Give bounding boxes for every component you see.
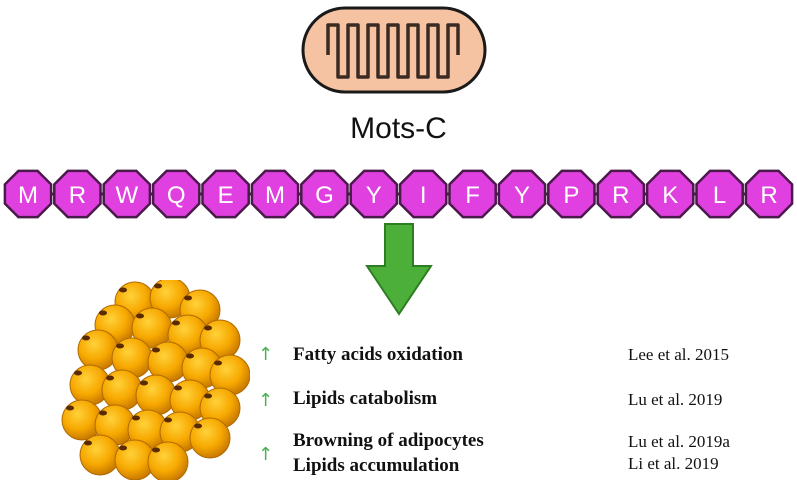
adipocyte-nucleus — [82, 335, 90, 341]
adipocyte-nucleus — [184, 295, 192, 301]
amino-acid-bead: R — [744, 169, 794, 219]
amino-acid-letter: G — [315, 182, 334, 209]
amino-acid-letter: Y — [366, 182, 382, 209]
adipocyte-nucleus — [214, 360, 222, 366]
amino-acid-letter: R — [612, 182, 629, 209]
adipocyte-nucleus — [204, 393, 212, 399]
amino-acid-letter: Q — [167, 182, 186, 209]
amino-acid-bead: R — [53, 169, 102, 219]
amino-acid-bead: Q — [151, 169, 201, 219]
bead-shape — [547, 169, 596, 219]
amino-acid-bead: Y — [349, 169, 399, 219]
effect-reference: Lee et al. 2015 — [628, 345, 730, 364]
amino-acid-bead: K — [645, 169, 695, 219]
amino-acid-bead: R — [596, 169, 646, 219]
adipocyte-nucleus — [119, 445, 127, 451]
bead-shape — [398, 169, 448, 219]
bead-shape — [497, 169, 547, 219]
adipocyte-nucleus — [140, 380, 148, 386]
amino-acid-bead: G — [300, 169, 349, 219]
adipocyte-nucleus — [152, 347, 160, 353]
adipocyte-nucleus — [152, 447, 160, 453]
bead-shape — [151, 169, 201, 219]
amino-acid-bead: Y — [497, 169, 547, 219]
adipocyte-nucleus — [186, 353, 194, 359]
amino-acid-letter: W — [115, 182, 138, 209]
diagram-title: Mots-C — [350, 112, 447, 145]
amino-acid-letter: I — [420, 182, 427, 209]
adipocyte-nucleus — [132, 415, 140, 421]
amino-acid-bead: I — [398, 169, 448, 219]
adipocyte-nucleus — [164, 417, 172, 423]
adipocyte-nucleus — [106, 375, 114, 381]
adipocyte-nucleus — [66, 405, 74, 411]
bead-shape — [744, 169, 794, 219]
down-arrow-icon — [365, 223, 433, 316]
mitochondrion-icon — [301, 6, 487, 94]
amino-acid-bead: F — [448, 169, 497, 219]
up-arrow-icon: ↑ — [258, 344, 274, 365]
effect-label: Lipids catabolism — [293, 388, 438, 409]
bead-shape — [3, 169, 53, 219]
bead-shape — [201, 169, 250, 219]
adipocyte-nucleus — [136, 313, 144, 319]
bead-shape — [53, 169, 102, 219]
bead-shape — [645, 169, 695, 219]
adipocyte-nucleus — [99, 310, 107, 316]
up-arrow-icon: ↑ — [258, 390, 274, 411]
effect-reference: Lu et al. 2019 — [628, 390, 723, 409]
adipocyte-nucleus — [74, 370, 82, 376]
bead-shape — [102, 169, 152, 219]
amino-acid-letter: R — [69, 182, 86, 209]
amino-acid-letter: P — [563, 182, 579, 209]
bead-shape — [448, 169, 497, 219]
adipocyte-nucleus — [119, 287, 127, 293]
amino-acid-bead: P — [547, 169, 596, 219]
adipocyte-sphere — [147, 441, 189, 480]
adipocyte-nucleus — [172, 320, 180, 326]
amino-acid-letter: M — [265, 182, 285, 209]
bead-shape — [300, 169, 349, 219]
bead-shape — [596, 169, 646, 219]
effect-label: Browning of adipocytes — [293, 430, 484, 451]
adipocyte-nucleus — [154, 283, 162, 289]
amino-acid-bead: L — [695, 169, 744, 219]
adipocyte-cluster-icon — [61, 280, 250, 480]
amino-acid-bead: W — [102, 169, 152, 219]
bead-shape — [250, 169, 300, 219]
effect-label: Fatty acids oxidation — [293, 344, 463, 365]
amino-acid-bead: M — [3, 169, 53, 219]
effect-reference: Lu et al. 2019a — [628, 432, 730, 451]
adipocyte-nucleus — [174, 385, 182, 391]
amino-acid-letter: K — [662, 182, 678, 209]
adipocyte-nucleus — [99, 410, 107, 416]
amino-acid-letter: F — [465, 182, 480, 209]
amino-acid-letter: E — [218, 182, 234, 209]
amino-acid-letter: Y — [514, 182, 530, 209]
adipocyte-nucleus — [84, 440, 92, 446]
amino-acid-bead: M — [250, 169, 300, 219]
bead-shape — [695, 169, 744, 219]
adipocyte-nucleus — [116, 343, 124, 349]
amino-acid-letter: R — [760, 182, 777, 209]
adipocyte-nucleus — [204, 325, 212, 331]
effect-label: Lipids accumulation — [293, 455, 460, 476]
amino-acid-bead: E — [201, 169, 250, 219]
adipocyte-nucleus — [194, 423, 202, 429]
amino-acid-letter: M — [18, 182, 38, 209]
effect-reference: Li et al. 2019 — [628, 454, 719, 473]
up-arrow-icon: ↑ — [258, 444, 274, 465]
bead-shape — [349, 169, 399, 219]
amino-acid-letter: L — [713, 182, 726, 209]
